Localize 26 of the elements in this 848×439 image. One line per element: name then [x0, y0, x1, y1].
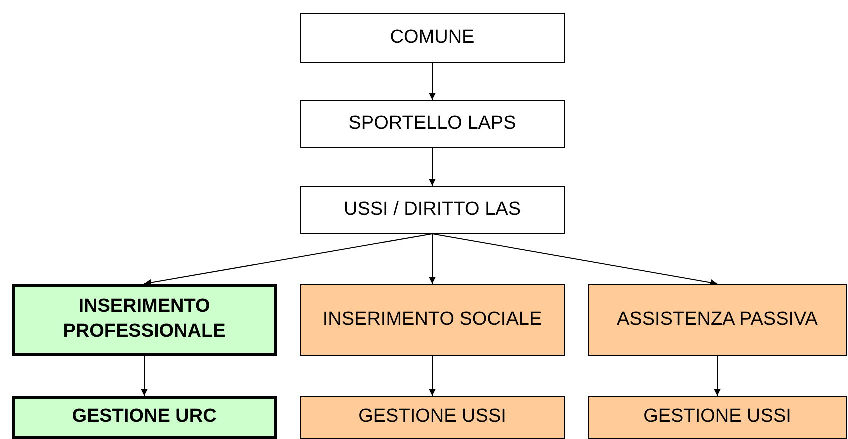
process-box [300, 100, 565, 148]
box-label: ASSISTENZA PASSIVA [617, 308, 818, 332]
process-box [300, 186, 565, 234]
arrow [429, 148, 436, 186]
box-label: INSERIMENTO PROFESSIONALE [62, 295, 227, 344]
box-label: GESTIONE USSI [644, 405, 792, 430]
arrow [429, 234, 436, 284]
process-box [12, 396, 277, 439]
process-box [300, 396, 565, 439]
process-box [300, 284, 565, 356]
process-box [588, 284, 847, 356]
box-label: INSERIMENTO SOCIALE [322, 308, 542, 332]
box-label: GESTIONE USSI [358, 405, 506, 430]
box-label: SPORTELLO LAPS [348, 112, 516, 136]
box-label: USSI / DIRITTO LAS [344, 198, 522, 222]
process-box [300, 13, 565, 63]
arrow [429, 356, 436, 396]
box-label: GESTIONE URC [72, 405, 217, 430]
arrow [429, 62, 436, 100]
process-box [12, 284, 277, 356]
arrow [432, 234, 718, 286]
process-box [588, 396, 847, 439]
arrow [714, 356, 721, 396]
arrow [141, 356, 148, 396]
box-label: COMUNE [390, 26, 475, 50]
arrow [144, 234, 433, 286]
